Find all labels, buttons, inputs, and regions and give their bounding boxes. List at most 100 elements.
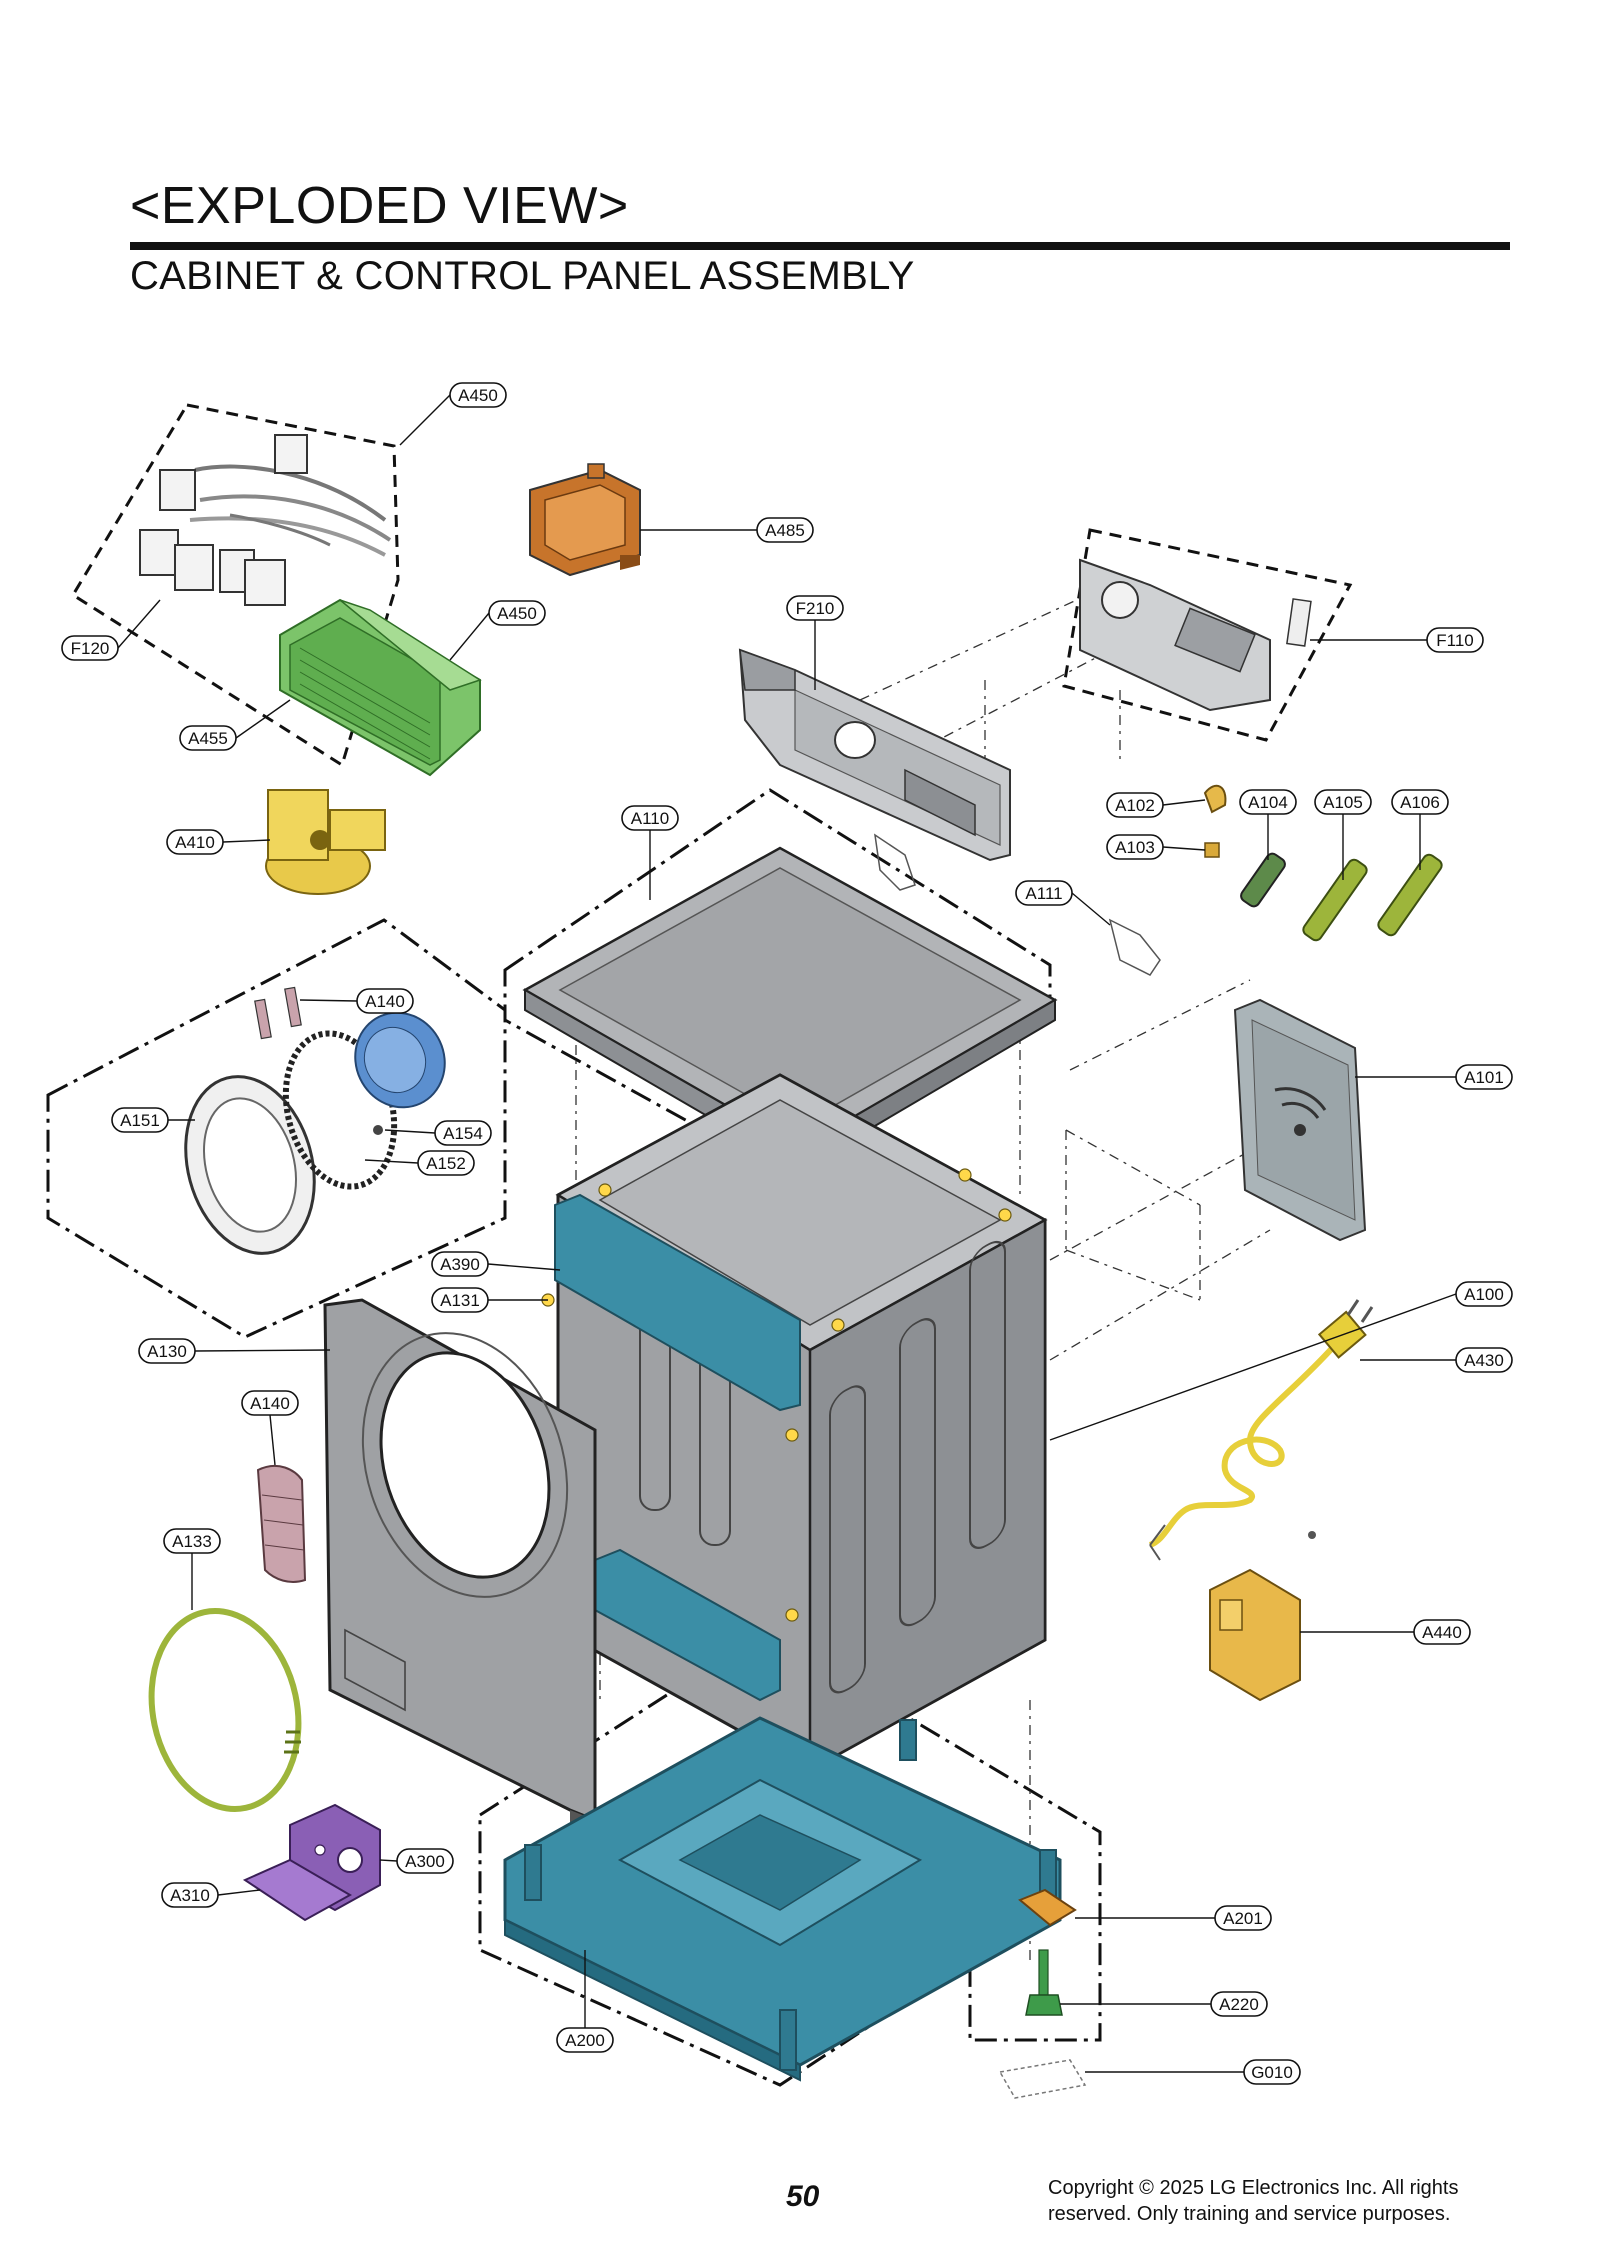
callout-a133: A133 [163, 1528, 221, 1610]
callout-label: A154 [443, 1124, 483, 1143]
callout-pill [1015, 880, 1073, 906]
base-frame-part [503, 1716, 1062, 2082]
ring-spring [284, 1730, 301, 1754]
callout-leader [487, 1263, 561, 1271]
callout-a102: A102 [1106, 792, 1206, 818]
callout-label: A106 [1400, 793, 1440, 812]
callout-pill [166, 829, 224, 855]
callout-leader [117, 599, 161, 649]
callout-label: A101 [1464, 1068, 1504, 1087]
callout-label: A390 [440, 1255, 480, 1274]
page-title: <EXPLODED VIEW> [130, 177, 629, 235]
callout-leader [222, 839, 271, 843]
callout-a201: A201 [1075, 1905, 1272, 1931]
control-panel-fascia-part [738, 648, 1011, 862]
callout-pill [417, 1150, 475, 1176]
callout-pill [1455, 1347, 1513, 1373]
callout-a450b: A450 [449, 600, 546, 661]
callout-g010: G010 [1085, 2059, 1301, 2085]
callout-a130: A130 [138, 1338, 331, 1364]
callout-label: A103 [1115, 838, 1155, 857]
control-pcb-group-outline [1062, 528, 1353, 742]
page-subtitle: CABINET & CONTROL PANEL ASSEMBLY [130, 254, 915, 298]
callout-a200: A200 [556, 1950, 614, 2053]
callout-pill [163, 1528, 221, 1554]
door-parts [184, 986, 446, 1255]
callout-label: F210 [796, 599, 835, 618]
copyright-notice: Copyright © 2025 LG Electronics Inc. All… [1048, 2177, 1459, 2225]
callout-pill [241, 1390, 299, 1416]
callout-f120: F120 [61, 599, 161, 661]
callout-label: A133 [172, 1532, 212, 1551]
leveling-parts [998, 1888, 1087, 2099]
callout-f110: F110 [1310, 627, 1484, 653]
control-pcb-part [1079, 558, 1312, 712]
projection-lines [575, 579, 1271, 1960]
callout-a410: A410 [166, 829, 271, 855]
callout-label: A310 [170, 1886, 210, 1905]
callout-label: A440 [1422, 1623, 1462, 1642]
callout-label: A201 [1223, 1909, 1263, 1928]
callout-pill [1426, 627, 1484, 653]
callout-label: A111 [1025, 884, 1062, 903]
callout-label: G010 [1251, 2063, 1293, 2082]
small-parts-right [1203, 784, 1443, 942]
callout-pill [138, 1338, 196, 1364]
callout-a220: A220 [1060, 1991, 1268, 2017]
callout-label: F120 [71, 639, 110, 658]
callout-pill [1106, 834, 1164, 860]
callout-pill [556, 2027, 614, 2053]
callout-leader [384, 1129, 436, 1134]
callout-a105: A105 [1314, 789, 1372, 880]
callout-label: A455 [188, 729, 228, 748]
callout-a104: A104 [1239, 789, 1297, 860]
callout-pill [449, 382, 507, 408]
callout-label: A102 [1115, 796, 1155, 815]
callout-pill [1455, 1281, 1513, 1307]
callout-label: A450 [497, 604, 537, 623]
clamp-ring-part [148, 1608, 302, 1812]
callout-label: A220 [1219, 1995, 1259, 2014]
callout-a111: A111 [1015, 880, 1111, 926]
callout-a106: A106 [1391, 789, 1449, 870]
callout-f210: F210 [786, 595, 844, 690]
pressure-sensor-part [265, 789, 386, 895]
callout-leader [269, 1414, 276, 1466]
callout-leader [1162, 799, 1206, 806]
callout-pill [1243, 2059, 1301, 2085]
dispenser-part [529, 463, 641, 577]
callout-label: A151 [120, 1111, 160, 1130]
callout-a110: A110 [621, 805, 679, 900]
callout-a140b: A140 [241, 1390, 299, 1466]
callout-a440: A440 [1300, 1619, 1471, 1645]
callout-pill [431, 1287, 489, 1313]
callout-pill [786, 595, 844, 621]
callout-a154: A154 [384, 1120, 492, 1146]
callout-label: A104 [1248, 793, 1288, 812]
callout-pill [1391, 789, 1449, 815]
callout-pill [1210, 1991, 1268, 2017]
callout-a430: A430 [1360, 1347, 1513, 1373]
callout-label: A100 [1464, 1285, 1504, 1304]
callout-label: A200 [565, 2031, 605, 2050]
callout-a101: A101 [1355, 1064, 1513, 1090]
callout-pill [621, 805, 679, 831]
callout-leader [399, 394, 451, 446]
callout-label: A300 [405, 1852, 445, 1871]
callout-label: A140 [365, 992, 405, 1011]
callout-label: A152 [426, 1154, 466, 1173]
title-rule [130, 242, 1510, 250]
top-bracket-part [874, 833, 1161, 976]
wire-harness-part [139, 434, 392, 606]
callout-leader [299, 999, 358, 1002]
callout-pill [1239, 789, 1297, 815]
callout-leader [217, 1889, 261, 1896]
callout-a390: A390 [431, 1251, 561, 1277]
callout-leader [194, 1349, 331, 1352]
callout-pill [434, 1120, 492, 1146]
front-panel-part [323, 1298, 597, 1830]
door-group-outline [46, 918, 507, 1339]
callout-label: A140 [250, 1394, 290, 1413]
callout-pill [356, 988, 414, 1014]
